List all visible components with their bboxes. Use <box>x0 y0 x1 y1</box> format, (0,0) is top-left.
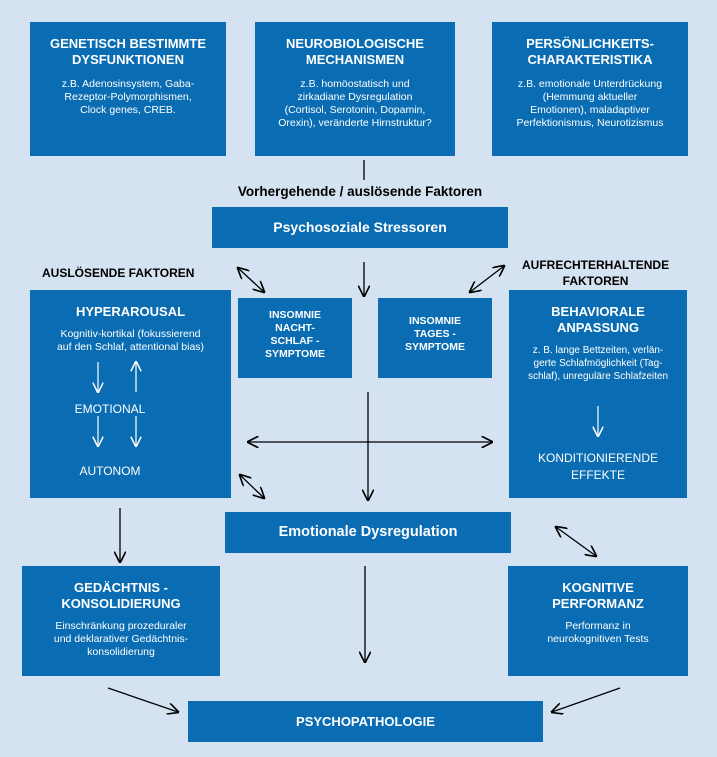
box-psychopathologie: PSYCHOPATHOLOGIE <box>188 701 543 742</box>
box-genetisch: GENETISCH BESTIMMTE DYSFUNKTIONEN z.B. A… <box>30 22 226 156</box>
box-stressoren: Psychosoziale Stressoren <box>212 207 508 248</box>
behaviorale-arrow <box>509 406 687 498</box>
behaviorale-effekte: KONDITIONIERENDE EFFEKTE <box>537 451 658 482</box>
arrow-emotionale-kognitive <box>556 527 596 556</box>
heading-vorhergehende: Vorhergehende / auslösende Faktoren <box>237 184 483 199</box>
box-insomnie-nacht: INSOMNIE NACHT- SCHLAF - SYMPTOME <box>238 298 352 378</box>
gedaechtnis-title: GEDÄCHTNIS - KONSOLIDIERUNG <box>61 580 181 611</box>
persoenlichkeit-title: PERSÖNLICHKEITS- CHARAKTERISTIKA <box>526 36 654 67</box>
behaviorale-title: BEHAVIORALE ANPASSUNG <box>551 304 645 335</box>
emotionale-dysregulation-label: Emotionale Dysregulation <box>278 524 458 540</box>
persoenlichkeit-body: z.B. emotionale Unterdrückung (Hemmung a… <box>516 78 664 129</box>
hyperarousal-body: Kognitiv-kortikal (fokussierend auf den … <box>56 328 205 353</box>
box-persoenlichkeit: PERSÖNLICHKEITS- CHARAKTERISTIKA z.B. em… <box>492 22 688 156</box>
arrow-kognitive-psychopathologie <box>552 687 621 712</box>
box-neurobiologisch: NEUROBIOLOGISCHE MECHANISMEN z.B. homöos… <box>255 22 455 156</box>
arrow-gedaechtnis-psychopathologie <box>107 687 178 712</box>
hyperarousal-title: HYPERAROUSAL <box>75 304 186 319</box>
psychopathologie-label: PSYCHOPATHOLOGIE <box>296 714 435 729</box>
heading-ausloesende: AUSLÖSENDE FAKTOREN <box>42 266 195 280</box>
heading-aufrechterhaltende: AUFRECHTERHALTENDE FAKTOREN <box>522 258 670 288</box>
hyperarousal-arrows <box>30 290 231 498</box>
kognitive-title: KOGNITIVE PERFORMANZ <box>552 580 644 611</box>
box-behaviorale: BEHAVIORALE ANPASSUNG z. B. lange Bettze… <box>509 290 687 498</box>
box-kognitive: KOGNITIVE PERFORMANZ Performanz in neuro… <box>508 566 688 676</box>
hyperarousal-emotional: EMOTIONAL <box>74 402 146 416</box>
box-hyperarousal: HYPERAROUSAL Kognitiv-kortikal (fokussie… <box>30 290 231 498</box>
genetisch-title: GENETISCH BESTIMMTE DYSFUNKTIONEN <box>49 36 206 67</box>
neurobiologisch-title: NEUROBIOLOGISCHE MECHANISMEN <box>286 36 424 67</box>
insomnie-tages-label: INSOMNIE TAGES - SYMPTOME <box>405 315 465 353</box>
arrow-insomnie-aufrechterhaltende <box>470 266 504 292</box>
insomnie-nacht-label: INSOMNIE NACHT- SCHLAF - SYMPTOME <box>265 309 325 360</box>
behaviorale-body: z. B. lange Bettzeiten, verlän- gerte Sc… <box>527 345 669 382</box>
kognitive-body: Performanz in neurokognitiven Tests <box>547 620 649 645</box>
box-emotionale-dysregulation: Emotionale Dysregulation <box>225 512 511 553</box>
stressoren-label: Psychosoziale Stressoren <box>273 219 447 235</box>
box-insomnie-tages: INSOMNIE TAGES - SYMPTOME <box>378 298 492 378</box>
box-gedaechtnis: GEDÄCHTNIS - KONSOLIDIERUNG Einschränkun… <box>22 566 220 676</box>
gedaechtnis-body: Einschränkung prozeduraler und deklarati… <box>53 620 189 658</box>
neurobiologisch-body: z.B. homöostatisch und zirkadiane Dysreg… <box>278 78 432 129</box>
hyperarousal-autonom: AUTONOM <box>79 464 141 478</box>
arrow-hyperarousal-emotionale <box>240 475 264 498</box>
genetisch-body: z.B. Adenosinsystem, Gaba- Rezeptor-Poly… <box>61 78 195 116</box>
arrow-ausloesende-insomnie <box>238 268 264 292</box>
